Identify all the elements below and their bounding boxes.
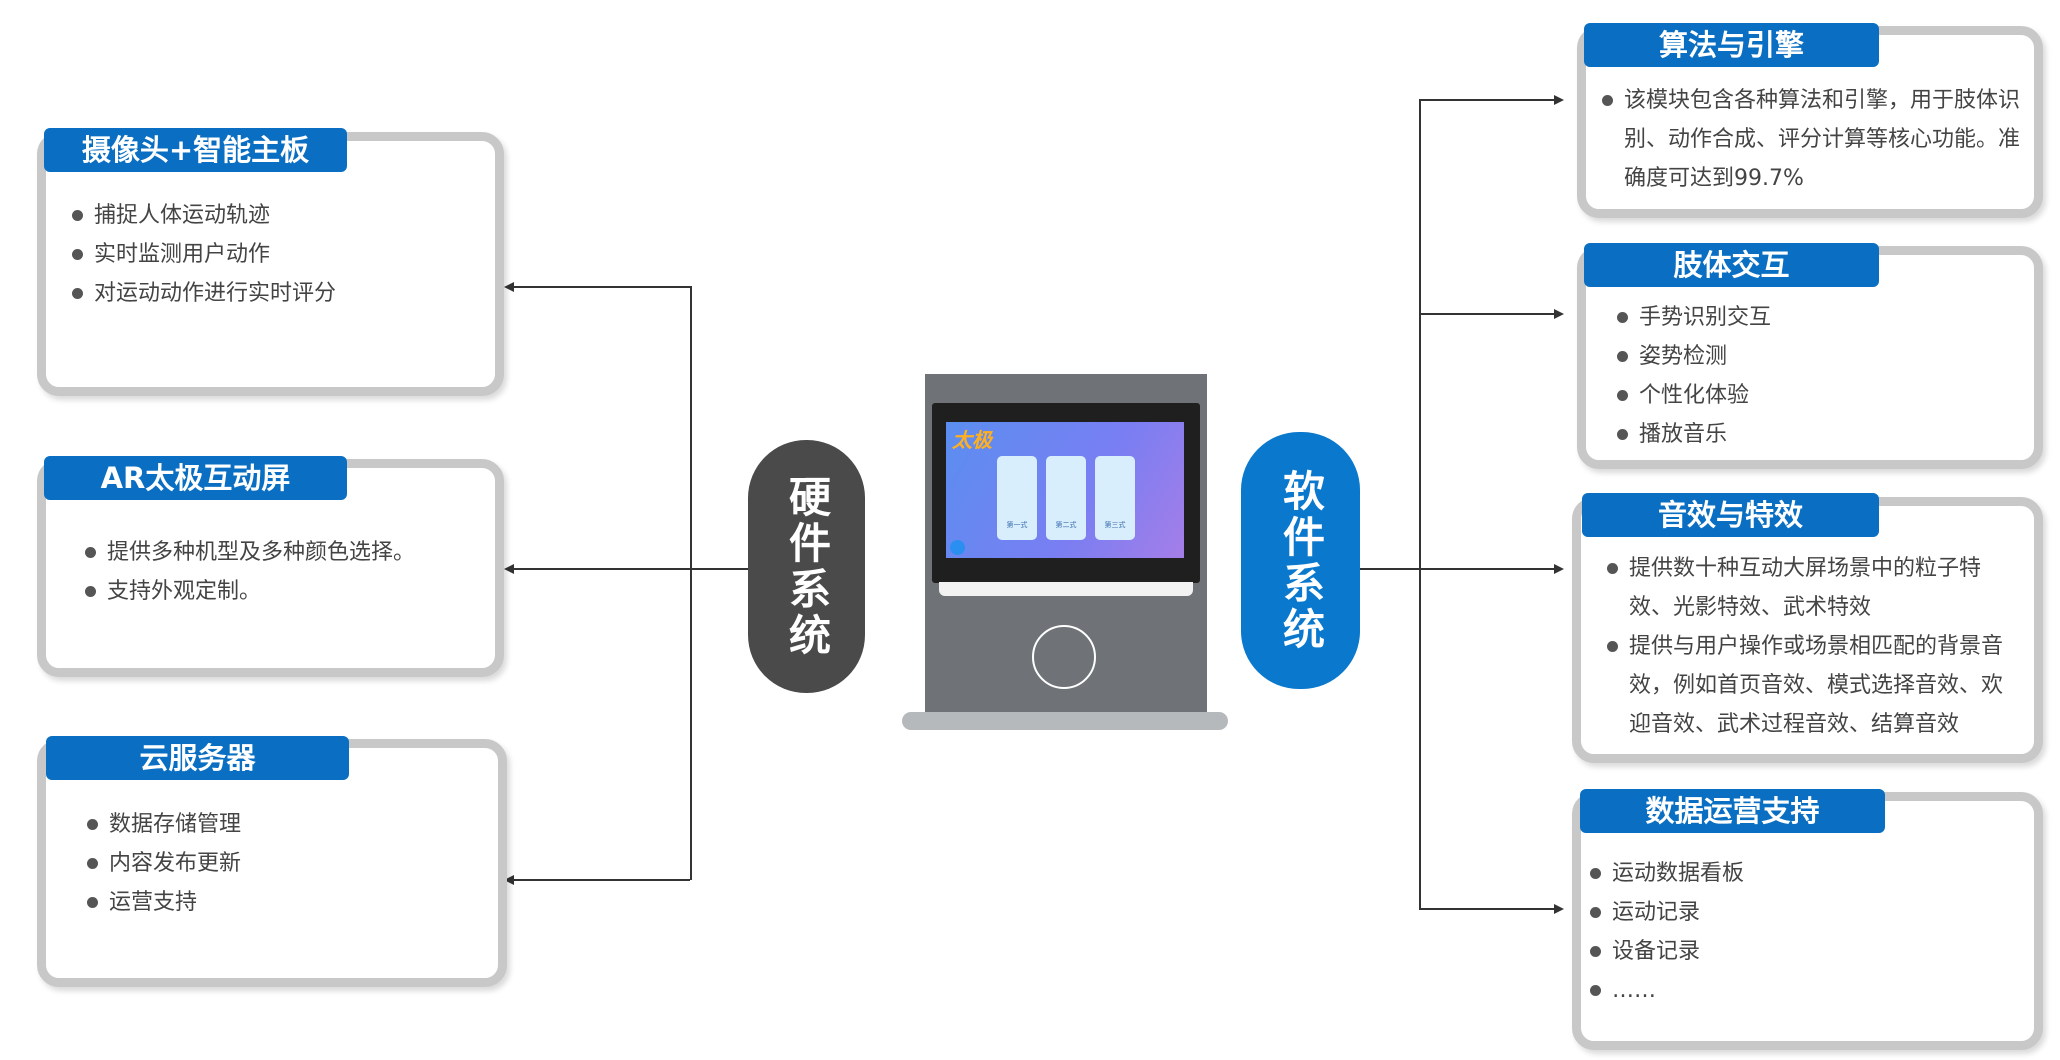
list-item: 运营支持 [87,883,241,922]
connector [1419,313,1554,315]
list-item: 运动数据看板 [1590,854,1744,893]
connector [1419,99,1554,101]
module-items: 该模块包含各种算法和引擎，用于肢体识别、动作合成、评分计算等核心功能。准确度可达… [1602,81,2022,198]
module-title: AR太极互动屏 [44,456,347,500]
list-item: 提供多种机型及多种颜色选择。 [85,533,415,572]
module-title: 算法与引擎 [1584,23,1879,67]
module-items: 提供多种机型及多种颜色选择。 支持外观定制。 [85,533,415,611]
back-icon[interactable] [950,540,965,555]
list-item: 捕捉人体运动轨迹 [72,196,336,235]
list-item: 实时监测用户动作 [72,235,336,274]
arrow-icon [1554,904,1564,914]
module-title: 音效与特效 [1582,493,1879,537]
list-item: 提供与用户操作或场景相匹配的背景音效，例如首页音效、模式选择音效、欢迎音效、武术… [1607,627,2017,744]
arrow-icon [504,282,514,292]
software-system-label: 软件系统 [1276,468,1326,653]
list-item: 播放音乐 [1617,415,1771,454]
hardware-system-pill: 硬件系统 [748,440,865,693]
list-item: …… [1590,971,1744,1010]
list-item: 支持外观定制。 [85,572,415,611]
module-title: 摄像头+智能主板 [44,128,347,172]
connector [514,879,690,881]
arrow-icon [504,564,514,574]
arrow-icon [1554,309,1564,319]
connector [1419,99,1421,909]
sensor-ring [1032,625,1096,689]
card-label: 第二式 [1055,521,1077,529]
list-item: 个性化体验 [1617,376,1771,415]
arrow-icon [504,875,514,885]
card-label: 第一式 [1006,521,1028,529]
list-item: 手势识别交互 [1617,298,1771,337]
list-item: 设备记录 [1590,932,1744,971]
connector [1419,908,1554,910]
connector [690,286,692,880]
list-item: 该模块包含各种算法和引擎，用于肢体识别、动作合成、评分计算等核心功能。准确度可达… [1602,81,2022,198]
card-label: 第三式 [1104,521,1126,529]
module-camera-board [37,132,504,396]
connector [514,286,690,288]
module-items: 捕捉人体运动轨迹 实时监测用户动作 对运动动作进行实时评分 [72,196,336,313]
arrow-icon [1554,564,1564,574]
screen-title: 太极 [952,428,992,452]
module-items: 运动数据看板 运动记录 设备记录 …… [1590,854,1744,1010]
list-item: 姿势检测 [1617,337,1771,376]
card[interactable]: 第二式 [1046,456,1086,540]
card[interactable]: 第三式 [1095,456,1135,540]
arrow-icon [1554,95,1564,105]
list-item: 内容发布更新 [87,844,241,883]
hardware-system-label: 硬件系统 [782,474,832,659]
list-item: 提供数十种互动大屏场景中的粒子特效、光影特效、武术特效 [1607,549,2017,627]
kiosk-device: 太极 第一式 第二式 第三式 [895,374,1235,730]
module-items: 提供数十种互动大屏场景中的粒子特效、光影特效、武术特效 提供与用户操作或场景相匹… [1607,549,2017,744]
module-title: 云服务器 [46,736,349,780]
kiosk-screen: 太极 第一式 第二式 第三式 [946,422,1184,558]
module-title: 肢体交互 [1584,243,1879,287]
module-items: 数据存储管理 内容发布更新 运营支持 [87,805,241,922]
list-item: 对运动动作进行实时评分 [72,274,336,313]
list-item: 数据存储管理 [87,805,241,844]
module-title: 数据运营支持 [1580,789,1885,833]
connector [1360,568,1554,570]
module-items: 手势识别交互 姿势检测 个性化体验 播放音乐 [1617,298,1771,454]
list-item: 运动记录 [1590,893,1744,932]
card[interactable]: 第一式 [997,456,1037,540]
software-system-pill: 软件系统 [1241,432,1360,689]
connector [514,568,748,570]
module-cloud-server [37,739,507,987]
